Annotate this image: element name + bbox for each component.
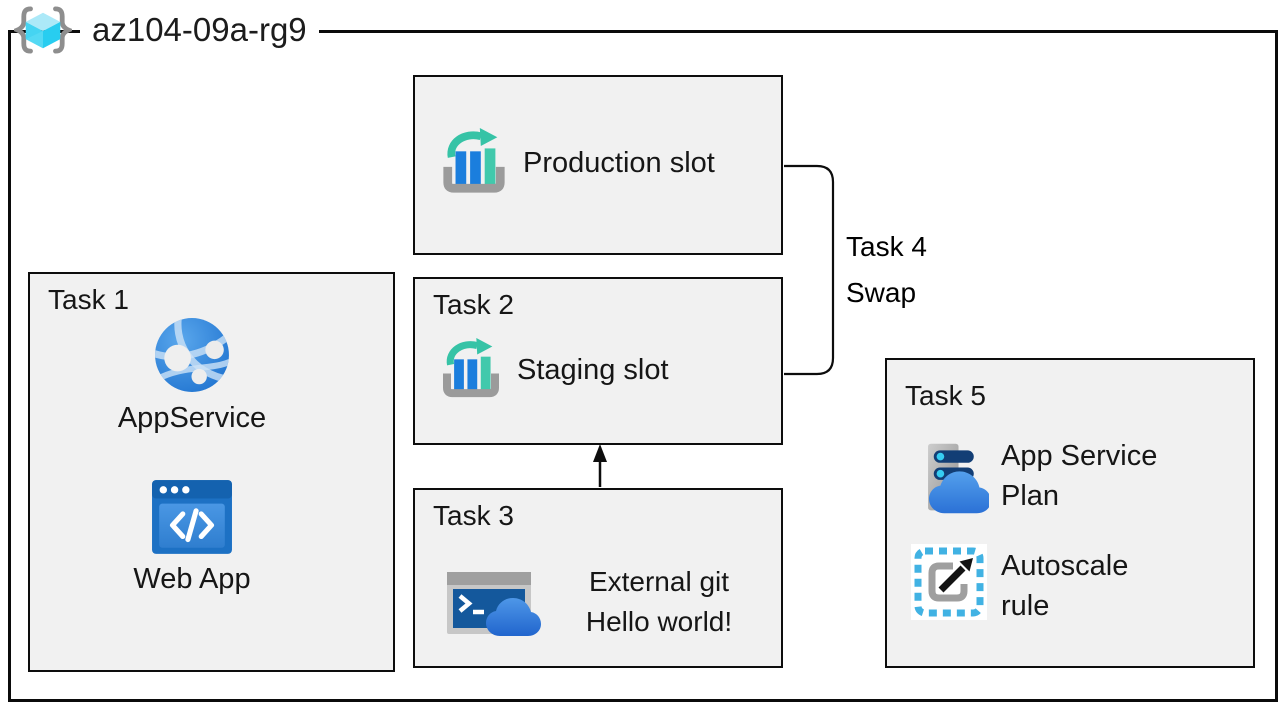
web-app-icon [152, 480, 232, 554]
autoscale-icon [911, 544, 987, 620]
resource-group-header: az104-09a-rg9 [14, 6, 319, 54]
deployment-slots-icon [443, 128, 505, 193]
staging-slot-label: Staging slot [517, 353, 669, 386]
task3-text: External git Hello world! [545, 562, 773, 642]
task5-title: Task 5 [905, 380, 986, 411]
task4-line1: Task 4 [846, 231, 927, 262]
autoscale-rule-label: Autoscale rule [1001, 550, 1129, 622]
production-slot-box: Production slot [413, 75, 783, 255]
app-service-plan-label: App Service Plan [1001, 440, 1158, 512]
web-app-label: Web App [133, 563, 251, 595]
external-git-label: External git [588, 566, 730, 597]
cloud-shell-icon [447, 572, 541, 636]
deployment-slots-icon [443, 338, 499, 398]
resource-group-icon [14, 6, 72, 54]
hello-world-label: Hello world! [585, 606, 733, 637]
task3-title: Task 3 [433, 500, 514, 531]
task1-box: Task 1 AppService [28, 272, 395, 672]
task3-box: Task 3 External git Hello world! [413, 488, 783, 668]
task5-box: Task 5 App Service Plan Autosc [885, 358, 1255, 668]
task1-title: Task 1 [48, 284, 129, 315]
task2-title: Task 2 [433, 289, 514, 320]
app-service-plan-icon [928, 443, 989, 514]
task4-swap-label: Task 4 Swap [846, 224, 927, 316]
resource-group-name: az104-09a-rg9 [80, 6, 319, 54]
task4-line2: Swap [846, 277, 917, 308]
app-service-label: AppService [117, 402, 267, 434]
app-service-icon [155, 318, 229, 392]
production-slot-label: Production slot [523, 146, 715, 179]
task2-box: Task 2 Staging slot [413, 277, 783, 445]
